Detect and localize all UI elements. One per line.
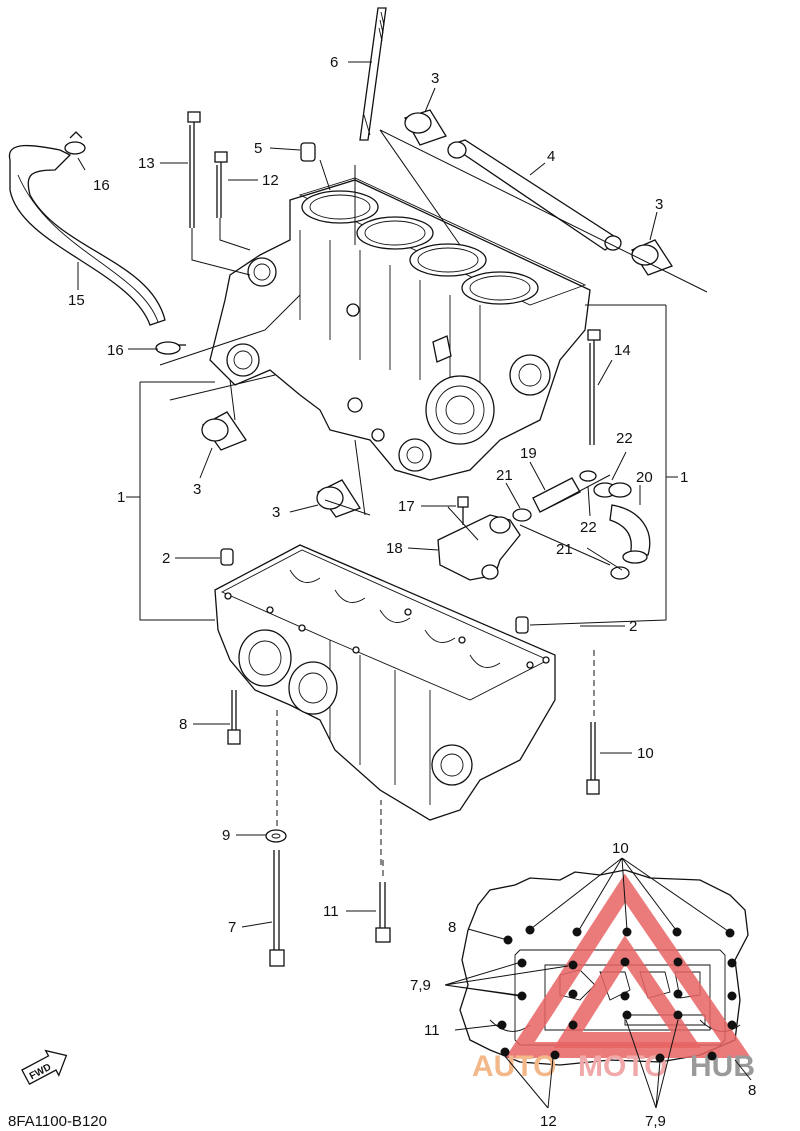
callout-21-a: 21 [496, 467, 513, 484]
callout-5: 5 [254, 140, 262, 157]
dowel-pin-left [220, 548, 234, 566]
callout-3-low: 3 [272, 504, 280, 521]
upper-crankcase [209, 177, 591, 481]
callout-17: 17 [398, 498, 415, 515]
callout-labels: 6 3 4 3 5 13 12 16 15 16 14 22 19 21 20 … [68, 54, 688, 936]
callout-1-right: 1 [680, 469, 688, 486]
inset-label-12: 12 [540, 1113, 557, 1130]
bolt-10 [586, 722, 600, 795]
callout-19: 19 [520, 445, 537, 462]
callout-10: 10 [637, 745, 654, 762]
washer-9 [265, 829, 287, 843]
inset-bolt-dots [497, 925, 737, 1063]
pipe-19 [532, 477, 581, 513]
callout-leaders [77, 61, 678, 928]
inset-leaders [444, 857, 752, 1109]
bolt-11 [375, 882, 391, 943]
inset-labels: 10 8 7,9 11 8 12 7,9 [410, 840, 756, 1130]
callout-20: 20 [636, 469, 653, 486]
callout-1-left: 1 [117, 489, 125, 506]
callout-21-b: 21 [556, 541, 573, 558]
inset-label-10: 10 [612, 840, 629, 857]
callout-2-right: 2 [629, 618, 637, 635]
watermark-moto: MOTO [578, 1050, 667, 1083]
hose-20 [609, 504, 651, 564]
callout-6: 6 [330, 54, 338, 71]
callout-16-low: 16 [107, 342, 124, 359]
clamp-21b [610, 566, 630, 580]
damper-top-right [631, 239, 673, 276]
callout-3-top-left: 3 [431, 70, 439, 87]
bolt-8 [227, 690, 241, 745]
short-bolt [214, 151, 228, 218]
dowel-pin-top [300, 142, 316, 162]
bolt-14 [587, 329, 601, 445]
inset-label-7-9-bottom: 7,9 [645, 1113, 666, 1130]
clamp-21a [512, 508, 532, 522]
bolt-7 [269, 850, 285, 967]
inset-label-8-bottom: 8 [748, 1082, 756, 1099]
damper-low [316, 479, 361, 518]
callout-8: 8 [179, 716, 187, 733]
inset-label-8-top: 8 [448, 919, 456, 936]
diagram-code: 8FA1100-B120 [8, 1113, 107, 1130]
callout-22-b: 22 [580, 519, 597, 536]
assembly-guide-lines [139, 129, 708, 878]
callout-18: 18 [386, 540, 403, 557]
callout-13: 13 [138, 155, 155, 172]
callout-12: 12 [262, 172, 279, 189]
callout-15: 15 [68, 292, 85, 309]
dowel-pin-right [515, 616, 529, 634]
inset-label-11: 11 [424, 1022, 440, 1039]
bolt-17 [457, 496, 469, 525]
callout-3-top-right: 3 [655, 196, 663, 213]
stud-bolt [359, 7, 387, 141]
callout-16-top: 16 [93, 177, 110, 194]
oring-22b [593, 482, 632, 498]
callout-11: 11 [323, 903, 339, 920]
callout-9: 9 [222, 827, 230, 844]
lower-crankcase [214, 544, 556, 821]
fwd-arrow-icon: FWD [21, 1049, 68, 1086]
collar-tube [447, 139, 622, 251]
damper-mid [201, 411, 247, 451]
breather-hose [8, 144, 166, 326]
callout-7: 7 [228, 919, 236, 936]
callout-14: 14 [614, 342, 631, 359]
damper-top-left [404, 109, 447, 146]
callout-22-a: 22 [616, 430, 633, 447]
callout-3-mid: 3 [193, 481, 201, 498]
pipe-18 [437, 514, 521, 581]
inset-label-7-9-left: 7,9 [410, 977, 431, 994]
callout-2-left: 2 [162, 550, 170, 567]
long-bolt [187, 111, 201, 228]
watermark-hub: HUB [690, 1050, 755, 1083]
callout-4: 4 [547, 148, 555, 165]
oring-22a [579, 470, 597, 482]
watermark-auto: AUTO [472, 1050, 556, 1083]
hose-clamp-bottom [155, 341, 186, 355]
hose-clamp-top [64, 131, 86, 155]
